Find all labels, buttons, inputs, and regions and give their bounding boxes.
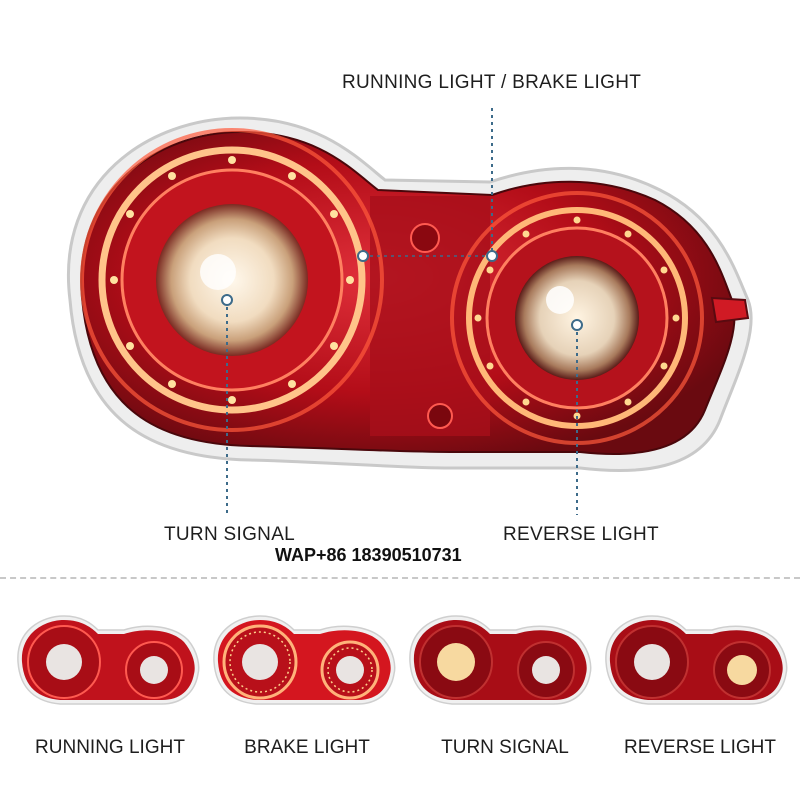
thumbnail-label-turn-signal: TURN SIGNAL	[441, 737, 569, 758]
running-brake-light-label: RUNNING LIGHT / BRAKE LIGHT	[342, 72, 642, 93]
thumbnail-turn-signal	[409, 615, 592, 705]
thumbnail-brake-light	[213, 615, 396, 705]
watermark-text: WAP+86 18390510731	[275, 545, 462, 565]
tail-light-main-image	[67, 108, 753, 515]
turn-signal-label: TURN SIGNAL	[164, 524, 296, 545]
thumbnail-label-reverse-light: REVERSE LIGHT	[623, 737, 777, 758]
thumbnail-label-running-light: RUNNING LIGHT	[35, 737, 185, 758]
reverse-light-label: REVERSE LIGHT	[503, 524, 659, 545]
thumbnail-label-brake-light: BRAKE LIGHT	[244, 737, 370, 758]
thumbnail-reverse-light	[605, 615, 788, 705]
section-divider	[0, 577, 800, 579]
thumbnail-running-light	[17, 615, 200, 705]
